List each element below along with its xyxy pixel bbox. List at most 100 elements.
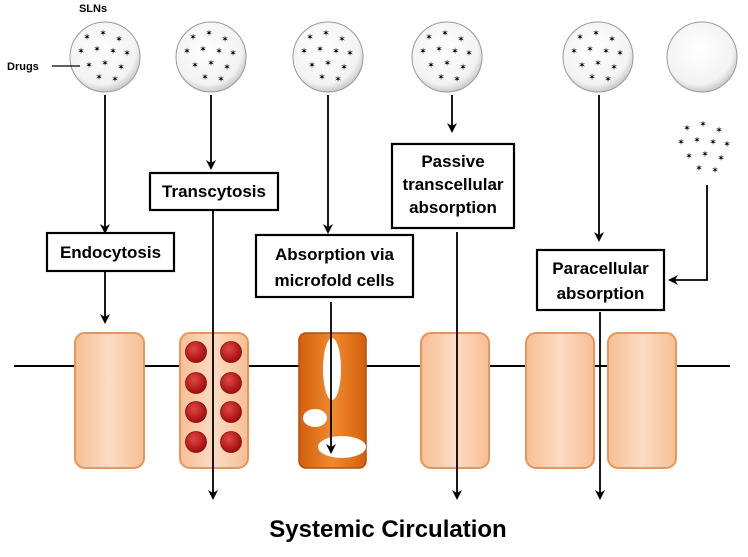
drug-star-icon: ✶ [677, 138, 685, 148]
drug-star-icon: ✶ [594, 59, 602, 69]
drug-star-icon: ✶ [425, 33, 433, 43]
transcytosis-label: Transcytosis [162, 182, 266, 201]
drug-star-icon: ✶ [221, 35, 229, 45]
drug-star-icon: ✶ [437, 73, 445, 83]
drug-star-icon: ✶ [592, 29, 600, 39]
drug-star-icon: ✶ [586, 45, 594, 55]
drug-star-icon: ✶ [443, 59, 451, 69]
endocytosis-box [45, 231, 176, 273]
drug-star-icon: ✶ [109, 47, 117, 57]
drug-star-icon: ✶ [338, 35, 346, 45]
drug-star-icon: ✶ [83, 33, 91, 43]
drug-star-icon: ✶ [616, 49, 624, 59]
drug-star-icon: ✶ [205, 29, 213, 39]
drug-star-icon: ✶ [191, 61, 199, 71]
vesicles [185, 341, 242, 453]
sln-particle-3 [292, 21, 364, 93]
cell-paracellular-right [607, 332, 677, 469]
drug-star-icon: ✶ [85, 61, 93, 71]
drug-star-icon: ✶ [215, 47, 223, 57]
drug-star-icon: ✶ [306, 33, 314, 43]
systemic-circulation-label: Systemic Circulation [269, 516, 506, 543]
drug-star-icon: ✶ [602, 47, 610, 57]
microfold-cell [298, 332, 367, 469]
drug-star-icon: ✶ [123, 49, 131, 59]
drug-star-icon: ✶ [578, 61, 586, 71]
passive-label-line1: Passive [421, 152, 484, 171]
drug-star-icon: ✶ [709, 138, 717, 148]
drug-star-icon: ✶ [717, 154, 725, 164]
sln-particle-4 [411, 21, 483, 93]
drug-star-icon: ✶ [604, 75, 612, 85]
drug-star-icon: ✶ [207, 59, 215, 69]
drug-star-icon: ✶ [115, 35, 123, 45]
drug-star-icon: ✶ [229, 49, 237, 59]
drug-star-icon: ✶ [419, 47, 427, 57]
drug-star-icon: ✶ [316, 45, 324, 55]
drug-star-icon: ✶ [117, 63, 125, 73]
drug-star-icon: ✶ [608, 35, 616, 45]
drug-star-icon: ✶ [701, 150, 709, 160]
drug-star-icon: ✶ [324, 59, 332, 69]
drug-star-icon: ✶ [318, 73, 326, 83]
transcytosis-box [148, 171, 280, 212]
drug-star-icon: ✶ [332, 47, 340, 57]
drug-star-icon: ✶ [95, 73, 103, 83]
endocytosis-label: Endocytosis [60, 243, 161, 262]
drug-star-icon: ✶ [217, 75, 225, 85]
passive-label-line3: absorption [409, 198, 497, 217]
drug-star-icon: ✶ [723, 140, 731, 150]
pathway-arrows [52, 65, 708, 500]
drug-star-icon: ✶ [223, 63, 231, 73]
passive-box [390, 142, 516, 230]
cell-endocytosis [74, 332, 145, 469]
sln-particles [69, 21, 738, 93]
paracellular-label-line1: Paracellular [552, 259, 649, 278]
drug-molecules: ✶✶✶✶✶✶✶✶✶✶✶✶✶✶✶✶✶✶✶✶✶✶✶✶✶✶✶✶✶✶✶✶✶✶✶✶✶✶✶✶… [77, 29, 731, 176]
drug-star-icon: ✶ [99, 29, 107, 39]
drug-star-icon: ✶ [453, 75, 461, 85]
epithelial-cells [74, 332, 677, 469]
drug-star-icon: ✶ [685, 152, 693, 162]
drug-star-icon: ✶ [576, 33, 584, 43]
sln-particle-5 [562, 21, 634, 93]
drug-star-icon: ✶ [610, 63, 618, 73]
drug-star-icon: ✶ [111, 75, 119, 85]
drug-star-icon: ✶ [308, 61, 316, 71]
drug-star-icon: ✶ [346, 49, 354, 59]
drug-star-icon: ✶ [101, 59, 109, 69]
drug-star-icon: ✶ [465, 49, 473, 59]
drug-star-icon: ✶ [570, 47, 578, 57]
drug-star-icon: ✶ [340, 63, 348, 73]
drug-star-icon: ✶ [189, 33, 197, 43]
microfold-label-line1: Absorption via [275, 245, 395, 264]
drug-star-icon: ✶ [459, 63, 467, 73]
cell-passive [420, 332, 490, 469]
drug-star-icon: ✶ [199, 45, 207, 55]
sln-particle-empty [666, 21, 738, 93]
drug-star-icon: ✶ [441, 29, 449, 39]
drug-star-icon: ✶ [183, 47, 191, 57]
drug-star-icon: ✶ [300, 47, 308, 57]
drug-star-icon: ✶ [451, 47, 459, 57]
drug-star-icon: ✶ [457, 35, 465, 45]
sln-particle-2 [175, 21, 247, 93]
drug-star-icon: ✶ [201, 73, 209, 83]
sln-label: SLNs [79, 3, 107, 15]
drug-star-icon: ✶ [334, 75, 342, 85]
microfold-box [254, 233, 415, 299]
paracellular-label-line2: absorption [557, 284, 645, 303]
drug-star-icon: ✶ [699, 120, 707, 130]
drug-star-icon: ✶ [77, 47, 85, 57]
drug-star-icon: ✶ [93, 45, 101, 55]
drug-star-icon: ✶ [588, 73, 596, 83]
drug-star-icon: ✶ [427, 61, 435, 71]
drug-star-icon: ✶ [322, 29, 330, 39]
paracellular-box [535, 248, 666, 312]
cell-paracellular-left [525, 332, 595, 469]
drug-star-icon: ✶ [683, 124, 691, 134]
drug-star-icon: ✶ [693, 136, 701, 146]
drug-star-icon: ✶ [711, 166, 719, 176]
pathway-labels: Endocytosis Transcytosis Absorption via … [45, 142, 666, 312]
